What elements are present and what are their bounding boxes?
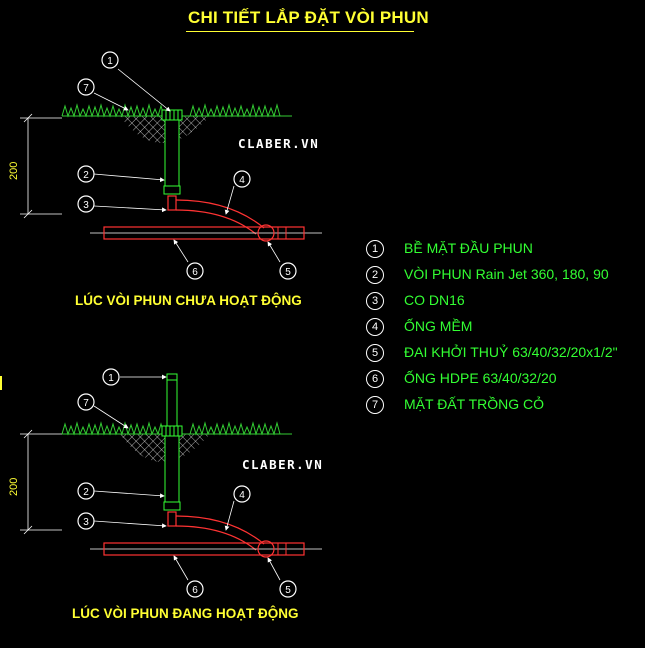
legend-item: 7 MẶT ĐẤT TRỒNG CỎ bbox=[366, 392, 645, 414]
callouts bbox=[77, 368, 297, 598]
legend-label: CO DN16 bbox=[404, 292, 465, 308]
legend-number: 4 bbox=[366, 318, 384, 336]
flex-pipe bbox=[167, 511, 265, 551]
view-active: 1 7 2 3 4 6 5 bbox=[20, 368, 322, 598]
legend-item: 4 ỐNG MỀM bbox=[366, 314, 645, 336]
drawing-title: CHI TIẾT LẮP ĐẶT VÒI PHUN bbox=[188, 8, 429, 27]
callout-2-label: 2 bbox=[83, 487, 89, 498]
legend-label: ỐNG HDPE 63/40/32/20 bbox=[404, 370, 557, 386]
legend-number: 2 bbox=[366, 266, 384, 284]
dimension-line bbox=[20, 429, 62, 535]
legend-number: 6 bbox=[366, 370, 384, 388]
legend-item: 1 BỀ MẶT ĐẦU PHUN bbox=[366, 236, 645, 258]
legend-label: ỐNG MỀM bbox=[404, 318, 473, 334]
legend-item: 5 ĐAI KHỞI THUỶ 63/40/32/20x1/2" bbox=[366, 340, 645, 362]
legend-number: 5 bbox=[366, 344, 384, 362]
callout-5-label: 5 bbox=[285, 267, 291, 278]
brand-watermark: CLABER.VN bbox=[242, 457, 324, 472]
legend-label: VÒI PHUN Rain Jet 360, 180, 90 bbox=[404, 266, 609, 282]
callouts bbox=[77, 51, 297, 280]
legend-number: 1 bbox=[366, 240, 384, 258]
sprinkler-body bbox=[161, 109, 183, 195]
dimension-label: 200 bbox=[8, 477, 20, 496]
callout-1-label: 1 bbox=[108, 373, 114, 384]
dimension-label: 200 bbox=[8, 161, 20, 180]
leader-lines bbox=[93, 68, 281, 263]
caption-active: LÚC VÒI PHUN ĐANG HOẠT ĐỘNG bbox=[72, 606, 299, 621]
callout-4-label: 4 bbox=[239, 175, 245, 186]
callout-6-label: 6 bbox=[192, 585, 198, 596]
legend-label: BỀ MẶT ĐẦU PHUN bbox=[404, 240, 533, 256]
sprinkler-body-extended bbox=[161, 373, 183, 511]
legend-number: 7 bbox=[366, 396, 384, 414]
legend-item: 2 VÒI PHUN Rain Jet 360, 180, 90 bbox=[366, 262, 645, 284]
legend-item: 3 CO DN16 bbox=[366, 288, 645, 310]
legend-label: MẶT ĐẤT TRỒNG CỎ bbox=[404, 396, 545, 412]
legend-item: 6 ỐNG HDPE 63/40/32/20 bbox=[366, 366, 645, 388]
brand-watermark: CLABER.VN bbox=[238, 136, 320, 151]
legend-label: ĐAI KHỞI THUỶ 63/40/32/20x1/2" bbox=[404, 344, 618, 360]
view-inactive: 1 7 2 3 4 6 5 bbox=[20, 51, 322, 280]
title-underline bbox=[186, 31, 414, 32]
callout-6-label: 6 bbox=[192, 267, 198, 278]
hdpe-pipe bbox=[90, 540, 322, 558]
callout-2-label: 2 bbox=[83, 170, 89, 181]
leader-lines bbox=[93, 374, 281, 581]
edge-marker bbox=[0, 376, 2, 390]
legend-number: 3 bbox=[366, 292, 384, 310]
flex-pipe bbox=[167, 195, 265, 235]
callout-7-label: 7 bbox=[83, 398, 89, 409]
callout-5-label: 5 bbox=[285, 585, 291, 596]
callout-4-label: 4 bbox=[239, 490, 245, 501]
callout-3-label: 3 bbox=[83, 517, 89, 528]
callout-3-label: 3 bbox=[83, 200, 89, 211]
hdpe-pipe bbox=[90, 224, 322, 242]
dimension-line bbox=[20, 113, 62, 219]
caption-inactive: LÚC VÒI PHUN CHƯA HOẠT ĐỘNG bbox=[75, 293, 302, 308]
callout-7-label: 7 bbox=[83, 83, 89, 94]
callout-1-label: 1 bbox=[107, 56, 113, 67]
